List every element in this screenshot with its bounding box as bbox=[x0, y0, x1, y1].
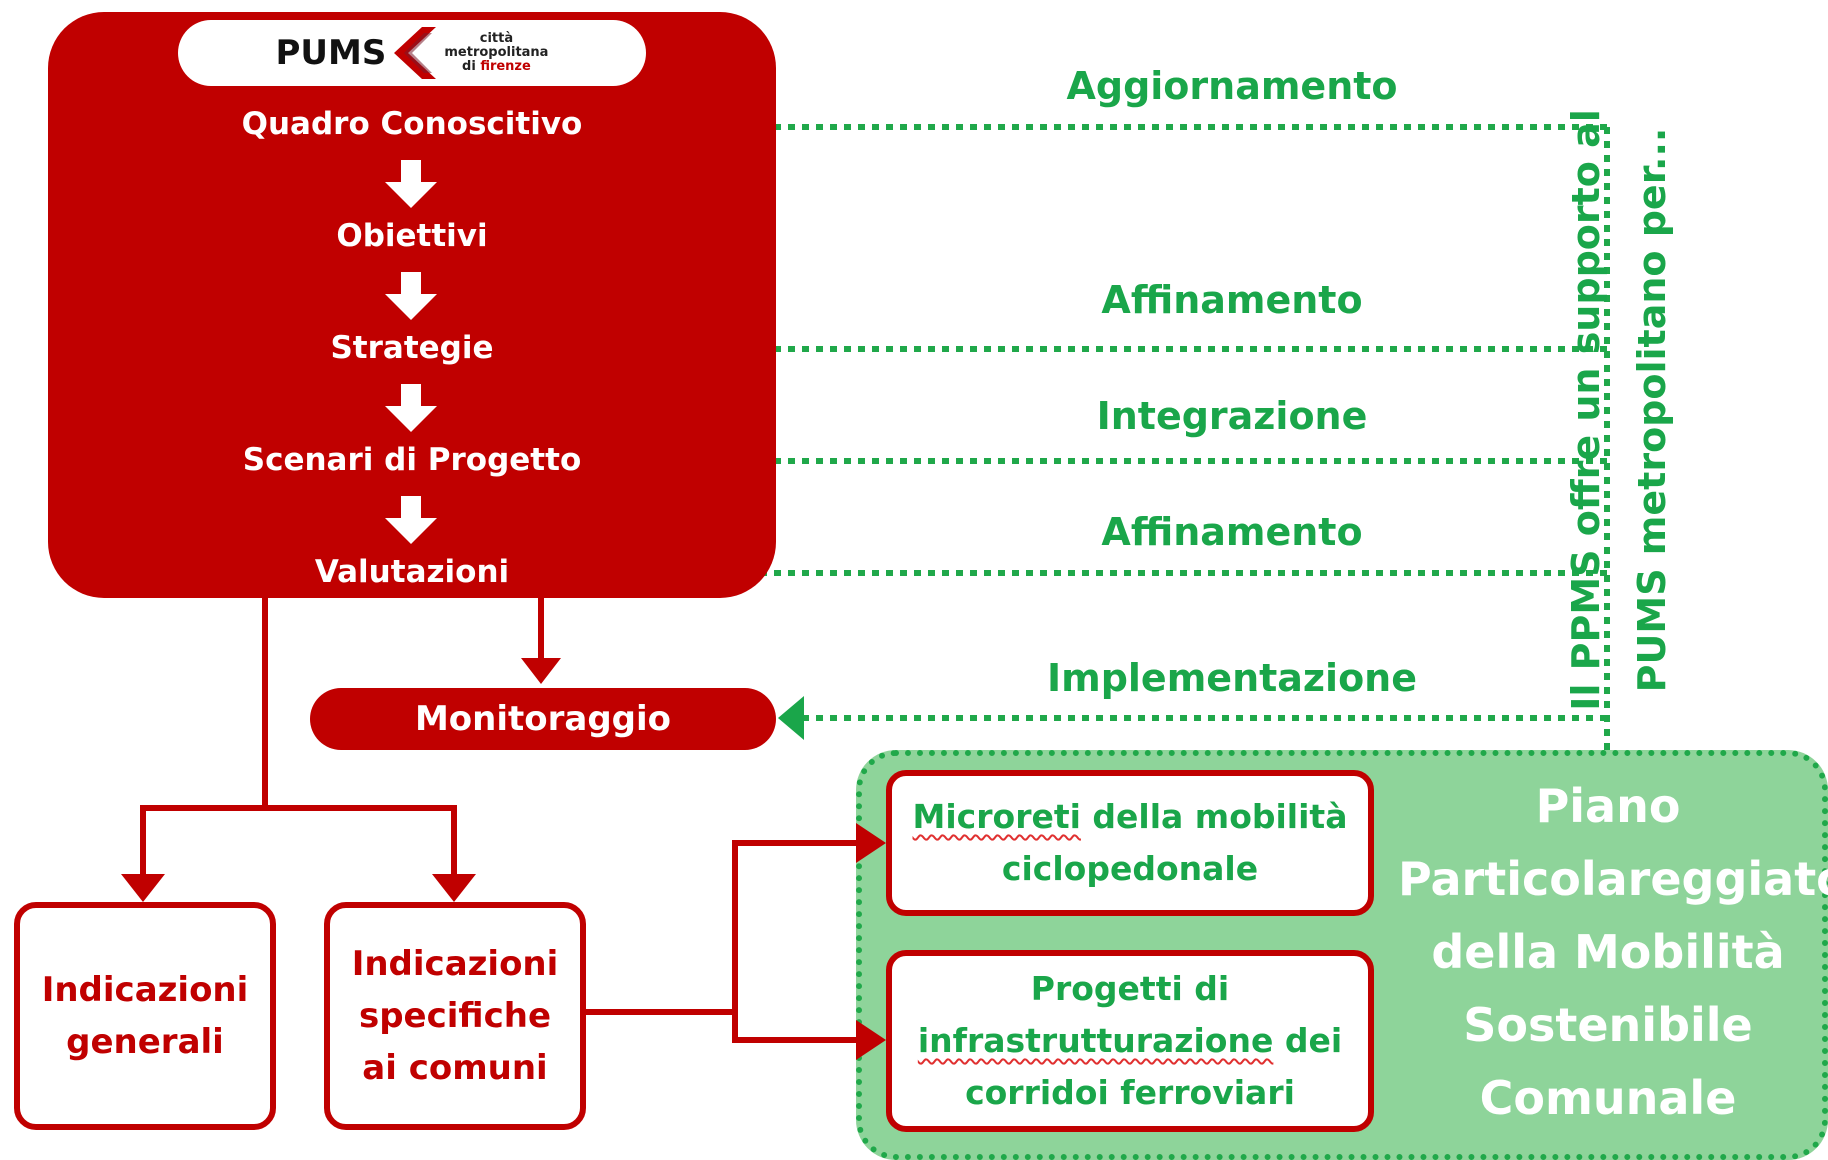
progetti-line1: Progetti di bbox=[1030, 969, 1230, 1008]
vertical-text-line1: Il PPMS offre un supporto al bbox=[1564, 109, 1608, 711]
indicazioni-specifiche-line3: ai comuni bbox=[362, 1048, 548, 1088]
dotted-feedback-lines bbox=[650, 124, 1610, 750]
indicazioni-generali-line2: generali bbox=[66, 1022, 224, 1062]
indicazioni-generali-box: Indicazioni generali bbox=[14, 902, 276, 1130]
step-scenari-di-progetto: Scenari di Progetto bbox=[242, 442, 582, 478]
vertical-text-line2: PUMS metropolitano per... bbox=[1630, 127, 1674, 693]
indicazioni-generali-line1: Indicazioni bbox=[41, 970, 249, 1010]
microreti-line1: Microreti della mobilità bbox=[912, 797, 1348, 836]
red-lines bbox=[140, 598, 860, 1043]
logo-sub-line3: di firenze bbox=[462, 59, 531, 74]
step-obiettivi: Obiettivi bbox=[336, 218, 488, 254]
indicazioni-specifiche-box: Indicazioni specifiche ai comuni bbox=[324, 902, 586, 1130]
indicazioni-specifiche-line2: specifiche bbox=[358, 996, 552, 1036]
ppms-title: Piano Particolareggiato della Mobilità S… bbox=[1398, 770, 1828, 1135]
microreti-line2: ciclopedonale bbox=[1001, 849, 1259, 888]
down-arrow-icon bbox=[385, 160, 437, 208]
ppms-title-line1: Piano bbox=[1535, 779, 1681, 833]
label-affinamento-1: Affinamento bbox=[1101, 278, 1363, 322]
down-arrow-icon bbox=[385, 496, 437, 544]
down-arrow-icon bbox=[385, 272, 437, 320]
progetti-box: Progetti di infrastrutturazione dei corr… bbox=[886, 950, 1374, 1132]
down-arrow-icon bbox=[385, 384, 437, 432]
ppms-title-line5: Comunale bbox=[1479, 1071, 1737, 1125]
indicazioni-specifiche-line1: Indicazioni bbox=[351, 944, 559, 984]
monitoraggio-box: Monitoraggio bbox=[310, 688, 776, 750]
ppms-title-line2: Particolareggiato bbox=[1398, 852, 1828, 906]
pums-logo: PUMS città metropolitana di firenze bbox=[178, 20, 646, 86]
progetti-line3: corridoi ferroviari bbox=[965, 1073, 1295, 1112]
logo-sub-line1: città bbox=[479, 31, 514, 46]
ppms-title-line4: Sostenibile bbox=[1463, 998, 1753, 1052]
label-implementazione: Implementazione bbox=[1046, 656, 1418, 700]
logo-chevron-icon bbox=[394, 27, 437, 79]
microreti-box: Microreti della mobilità ciclopedonale bbox=[886, 770, 1374, 916]
logo-subtitle: città metropolitana di firenze bbox=[444, 32, 548, 74]
logo-text: PUMS bbox=[275, 33, 387, 73]
logo-sub-line2: metropolitana bbox=[444, 45, 549, 60]
step-strategie: Strategie bbox=[330, 330, 494, 366]
label-integrazione: Integrazione bbox=[1096, 394, 1368, 438]
step-valutazioni: Valutazioni bbox=[314, 554, 510, 590]
ppms-title-line3: della Mobilità bbox=[1431, 925, 1785, 979]
vertical-support-text: Il PPMS offre un supporto al PUMS metrop… bbox=[1553, 100, 1683, 720]
label-affinamento-2: Affinamento bbox=[1101, 510, 1363, 554]
progetti-line2: infrastrutturazione dei bbox=[917, 1021, 1343, 1060]
step-quadro-conoscitivo: Quadro Conoscitivo bbox=[241, 106, 583, 142]
red-arrowheads bbox=[121, 658, 886, 1060]
label-aggiornamento: Aggiornamento bbox=[1066, 64, 1398, 108]
arrowhead-monitoraggio bbox=[778, 696, 804, 740]
